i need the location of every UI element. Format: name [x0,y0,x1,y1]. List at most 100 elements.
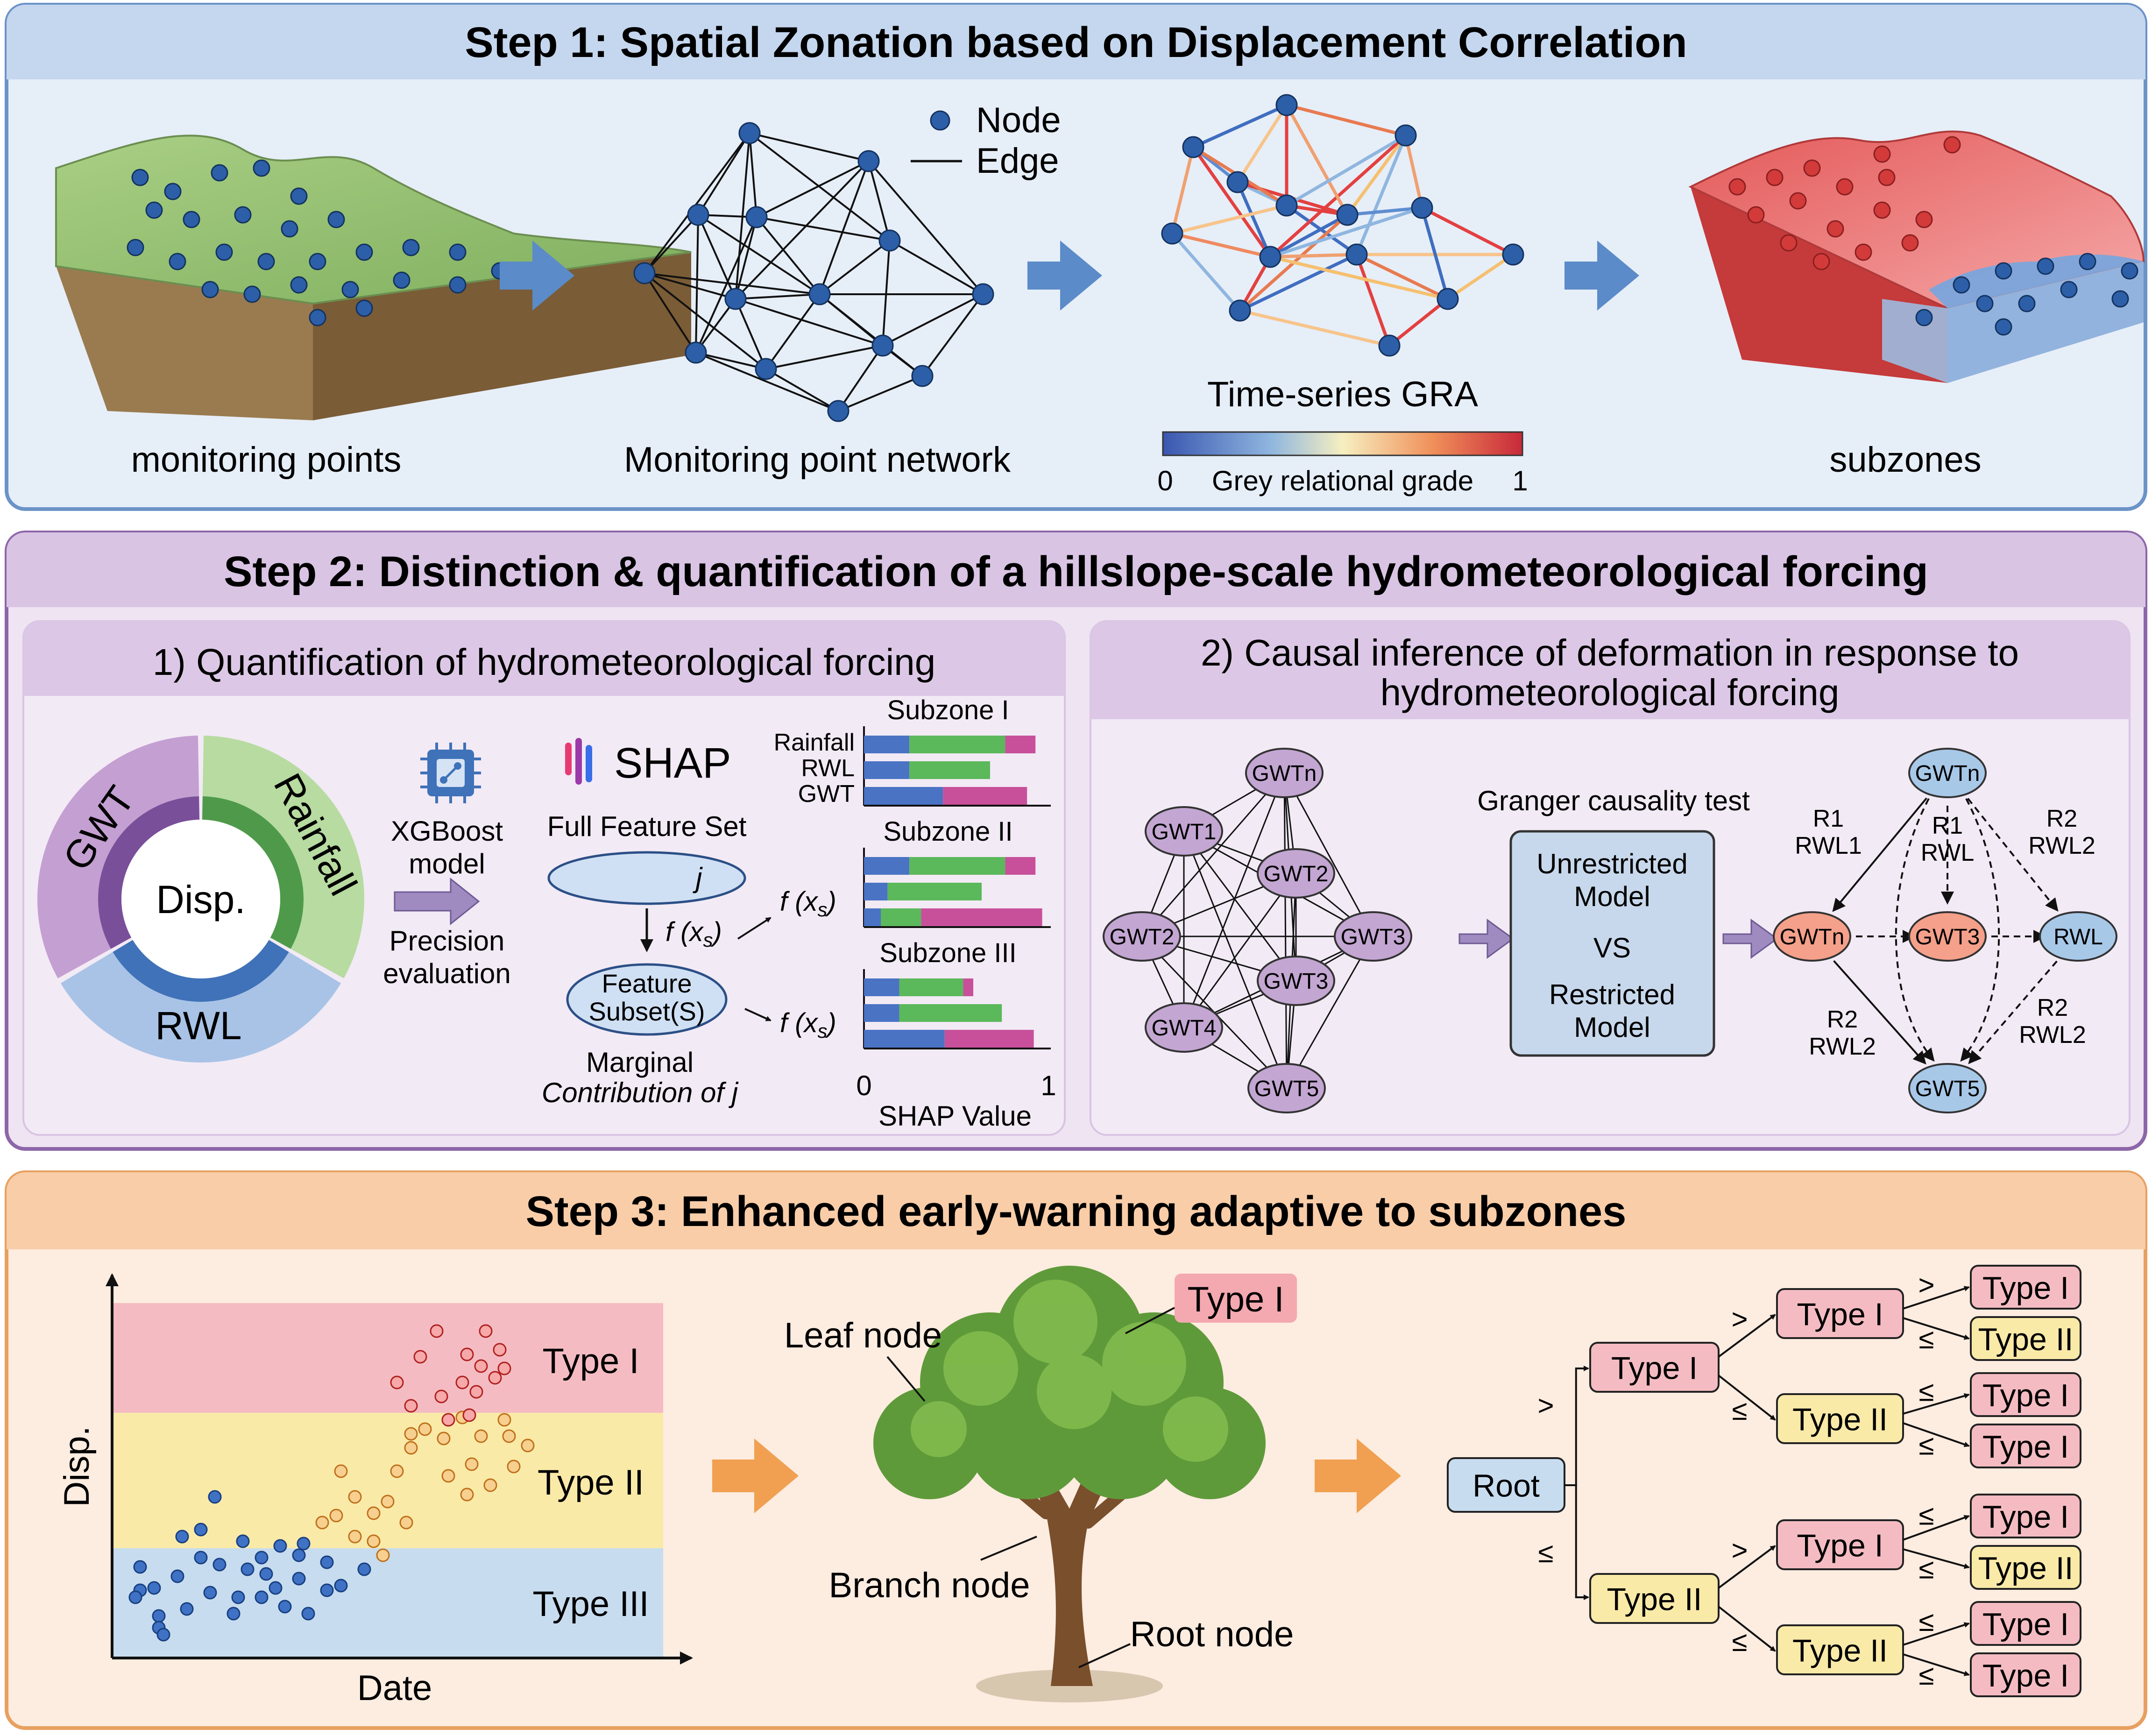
network-node [911,365,934,387]
tree-edge-symbol: > [1731,1535,1748,1566]
causal-node-right [1908,911,1987,962]
scatter-point-orange [507,1460,521,1474]
colorbar-label: Grey relational grade [1212,465,1473,496]
tree-leaf-node [1970,1372,2081,1417]
gra-nodes [1161,94,1524,357]
scatter-point-red [474,1359,488,1373]
network-edge [735,298,883,347]
causal-edge-label: RWL1 [1795,832,1862,859]
label-network: Monitoring point network [624,440,1011,480]
tree-edge [1903,1317,1970,1340]
monitoring-point-node [393,271,411,289]
shap-bar-segment [864,978,899,996]
gra-node [1378,334,1401,357]
step3-panel: Step 3: Enhanced early-warning adaptive … [5,1170,2147,1730]
granger-label: Granger causality test [1477,785,1750,816]
scatter-point-orange [404,1441,418,1455]
donut-ring-rainfall [202,796,304,949]
step1-title: Step 1: Spatial Zonation based on Displa… [465,19,1687,66]
tree-l2-node-label: Type I [1797,1528,1883,1564]
tree-edge-symbol: ≤ [1919,1376,1934,1407]
shap-bar-segment [881,908,921,926]
network-edge [644,272,820,295]
subzone-blue-node [2121,262,2138,280]
tree-edge [1718,1314,1776,1358]
causal-node-label: GWT1 [1152,820,1217,844]
tree-leaf-node [1970,1545,2081,1590]
gra-edge [1192,146,1272,258]
gra-node [1182,136,1204,158]
network-node [857,150,880,172]
model-box-line-4: Restricted [1549,979,1675,1010]
network-edge [644,272,697,354]
colorbar-min: 0 [1157,465,1173,496]
tree-edge [1718,1375,1776,1421]
tree-root-node-label: Root [1472,1468,1540,1504]
causal-edge [1286,936,1374,1089]
shap-feature-label: GWT [798,780,855,808]
causal-node-label: GWT3 [1341,925,1406,949]
marginal-label-1: Marginal [586,1047,694,1078]
scatter-point-orange [399,1516,413,1530]
scatter-point-orange [460,1488,474,1502]
scatter-points [128,1324,535,1642]
gra-edge [1447,253,1514,300]
subzone-blue-node [1995,318,2012,336]
subzone-red-node [1915,211,1933,228]
shap-chart-title: Subzone II [883,816,1012,847]
step3-header [7,1172,2145,1249]
subzone-red-node [1803,159,1821,177]
causal-right-edge [1832,797,1927,912]
tree-l2-node [1776,1393,1904,1444]
scatter-point-blue [357,1562,371,1576]
gra-edge [1269,213,1348,259]
network-edge [756,216,890,241]
step2-title: Step 2: Distinction & quantification of … [224,548,1928,595]
scatter-point-blue [241,1562,255,1576]
scatter-point-red [390,1375,404,1389]
shap-bar-segment [944,1030,1034,1048]
network-edge [889,240,984,295]
monitoring-point-node [309,253,326,270]
panel1-header [23,621,1065,696]
tree-edge-symbol: ≤ [1919,1606,1934,1637]
tree-edge [1903,1393,1970,1415]
gra-edge [1172,204,1287,235]
model-box-line-1: Unrestricted [1536,848,1687,879]
monitoring-point-node [131,169,149,186]
monitoring-point-node [234,206,252,224]
tree-edge [1718,1545,1776,1589]
scatter-point-orange [348,1530,362,1544]
gra-edge [1239,309,1390,347]
scatter-point-blue [334,1579,348,1593]
monitoring-point-node [211,164,228,182]
scatter-point-orange [348,1490,362,1504]
y-axis-label: Disp. [57,1426,97,1507]
scatter-point-blue [147,1581,161,1595]
shap-axis-label: SHAP Value [878,1100,1032,1132]
network-node [972,283,994,305]
monitoring-point-node [309,309,326,326]
tree-l2-node-label: Type I [1797,1297,1883,1332]
feature-subset-label-2: Subset(S) [589,997,705,1026]
scatter-point-blue [152,1609,166,1623]
monitoring-point-node [169,253,186,270]
model-comparison-box [1509,830,1715,1057]
tree-edge-symbol: > [1731,1304,1748,1335]
causal-node-right [1908,1063,1987,1113]
causal-right-edge [1833,960,1926,1065]
panel2-title-2: hydrometeorological forcing [1380,672,1840,713]
tree-leaf-node-label: Type I [1982,1270,2069,1306]
tree-leaf-node [1970,1424,2081,1468]
causal-edge [1183,873,1297,1028]
network-edge [819,240,891,295]
scatter-point-orange [404,1427,418,1441]
scatter-point-orange [437,1431,451,1445]
scatter-point-blue [156,1628,170,1642]
tree-edge-symbol: ≤ [1538,1537,1554,1568]
causal-node-label: GWTn [1780,925,1845,949]
subzone-blue-node [1995,262,2012,280]
marginal-label-2: Contribution of j [542,1077,739,1108]
causal-edge-label: R1 [1813,805,1844,832]
